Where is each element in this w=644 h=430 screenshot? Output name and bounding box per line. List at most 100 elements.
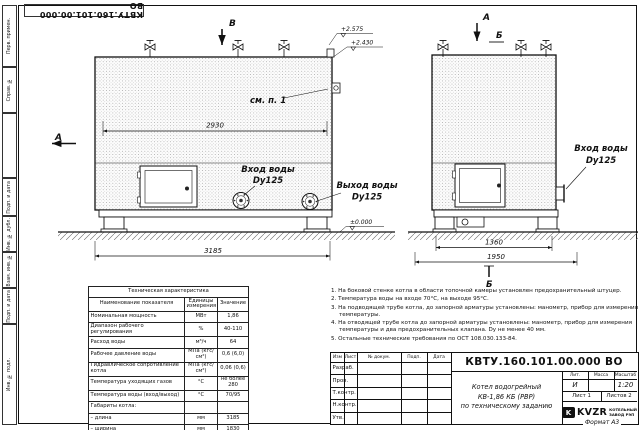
spec-cell: °С (184, 389, 218, 403)
spec-cell: не более 280 (216, 375, 250, 391)
tb-sheet-number: Лист 1 (572, 393, 591, 399)
tb-col-docnum: № докум. (367, 355, 391, 360)
spec-cell: Гидравлическое сопротивление котла (88, 361, 185, 377)
note-3: 3. На подводящей трубе котла, до запорно… (331, 304, 638, 318)
front-ground (58, 231, 395, 240)
note-4: 4. На отводящей трубе котла до запорной … (331, 320, 632, 334)
elevation-zero-label: ±0.000 (350, 219, 372, 226)
product-line-2: КВ-1,86 КБ (РВР) (477, 392, 536, 401)
spec-header-value: Значение (216, 297, 250, 312)
section-a-label: А (54, 133, 62, 143)
outlet-label: Выход воды (336, 181, 397, 191)
dimension-3185: 3185 (94, 241, 331, 261)
elevation-mark-2575: +2.575 (328, 26, 373, 46)
spec-cell: 1830 (216, 424, 250, 430)
stamp-box-perv-primen: Перв. примен. (2, 5, 17, 67)
outlet-dn-label: Dy125 (352, 193, 382, 203)
marker-b-label: Б (496, 31, 503, 41)
front-door (137, 165, 198, 208)
kvzr-logo-icon: K (562, 407, 575, 418)
inlet-callout-front: Вход воды Dy125 (241, 165, 295, 196)
tb-lit-value: И (572, 381, 578, 389)
door-hinge (137, 171, 141, 179)
front-view: В +2.575 +2.430 см. п. 1 (52, 19, 398, 261)
spec-cell: м³/ч (184, 336, 218, 349)
tb-sheets-total: Листов 2 (606, 393, 632, 399)
elevation-mark-2430: +2.430 (333, 40, 383, 57)
brand-subtitle: КОТЕЛЬНЫЙ ЗАВОД РЭП (609, 407, 637, 417)
tb-col-list: Лист (344, 355, 357, 360)
note-2: 2. Температура воды на входе 70°С, на вы… (331, 296, 489, 303)
spec-cell: – длина (88, 412, 185, 426)
spec-cell: Рабочее давление воды (88, 347, 185, 363)
spec-cell: Температура воды (вход/выход) (88, 389, 185, 403)
tb-col-data: Дата (433, 355, 445, 360)
side-supports (432, 209, 560, 233)
spec-cell: Номинальная мощность (88, 310, 185, 324)
stamp-box-empty (2, 113, 17, 178)
door-handle (185, 186, 189, 191)
elevation-2430-label: +2.430 (351, 40, 373, 47)
spec-cell: 0,6 (6,0) (216, 347, 250, 363)
stamp-box-sprav: Справ. № (2, 67, 17, 113)
top-corner-fitting (326, 48, 335, 58)
spec-cell: Габариты котла: (88, 401, 185, 414)
stamp-box-inv-dubl: Инв. № дубл. (2, 216, 17, 252)
dim-1950-label: 1950 (487, 253, 505, 261)
stamp-box-podp-data-2: Подп. и дата (2, 288, 17, 324)
tb-role-prov: Пров. (332, 377, 349, 384)
valve-icon (232, 40, 244, 58)
elevation-2575-label: +2.575 (341, 26, 363, 33)
see-note-callout: см. п. 1 (250, 82, 341, 106)
spec-cell: 70/95 (216, 389, 250, 403)
product-line-1: Котел водогрейный (471, 383, 542, 392)
boiler-front-outline (94, 56, 333, 211)
safety-fitting (331, 82, 341, 94)
side-ground (408, 231, 638, 240)
tb-role-razrab: Разраб. (332, 365, 354, 372)
door-hinge (452, 170, 456, 179)
spec-header-units: Единицы измерения (184, 297, 218, 312)
title-block: Изм Лист № докум. Подп. Дата Разраб. Про… (330, 352, 639, 425)
view-marker-b-bottom: Б (484, 265, 494, 290)
tb-lit-header: Лит. (569, 372, 581, 378)
format-label: Формат А3 (583, 419, 622, 426)
marker-a-label: А (482, 13, 490, 23)
inlet-dn-label: Dy125 (253, 176, 283, 186)
spec-cell: – ширина (88, 424, 185, 430)
spec-table: Техническая характеристика Наименование … (87, 286, 250, 430)
section-marker-a-left: А (52, 133, 76, 148)
brand-line-2: ЗАВОД РЭП (609, 411, 635, 417)
spec-cell: 64 (216, 336, 250, 349)
front-supports (98, 209, 333, 233)
outlet-flange (301, 193, 319, 210)
spec-table-title: Техническая характеристика (87, 286, 250, 298)
product-title: Котел водогрейный КВ-1,86 КБ (РВР) по те… (451, 371, 562, 424)
product-line-3: по техническому заданию (460, 402, 553, 411)
brand-name: KVZR (577, 407, 608, 418)
see-note-label: см. п. 1 (250, 96, 286, 106)
brand-line-1: КОТЕЛЬНЫЙ (609, 407, 637, 413)
door-hinge (137, 196, 141, 204)
spec-cell: Температура уходящих газов (88, 375, 185, 391)
spec-cell: 3185 (216, 412, 250, 426)
dim-2930-label: 2930 (206, 122, 224, 130)
inlet-label: Вход воды (241, 165, 295, 175)
tb-scale-value: 1:20 (617, 381, 634, 389)
spec-cell: 1,86 (216, 310, 250, 324)
spec-cell: Расход воды (88, 336, 185, 349)
tb-role-tkontr: Т.контр. (332, 389, 356, 396)
tb-mass-header: Масса (593, 372, 609, 378)
stamp-box-podp-data-1: Подп. и дата (2, 178, 17, 216)
elevation-mark-zero: ±0.000 (339, 219, 384, 232)
spec-cell: °С (184, 375, 218, 391)
tb-role-utv: Утв. (332, 414, 344, 421)
dimension-1360: 1360 (435, 236, 553, 251)
